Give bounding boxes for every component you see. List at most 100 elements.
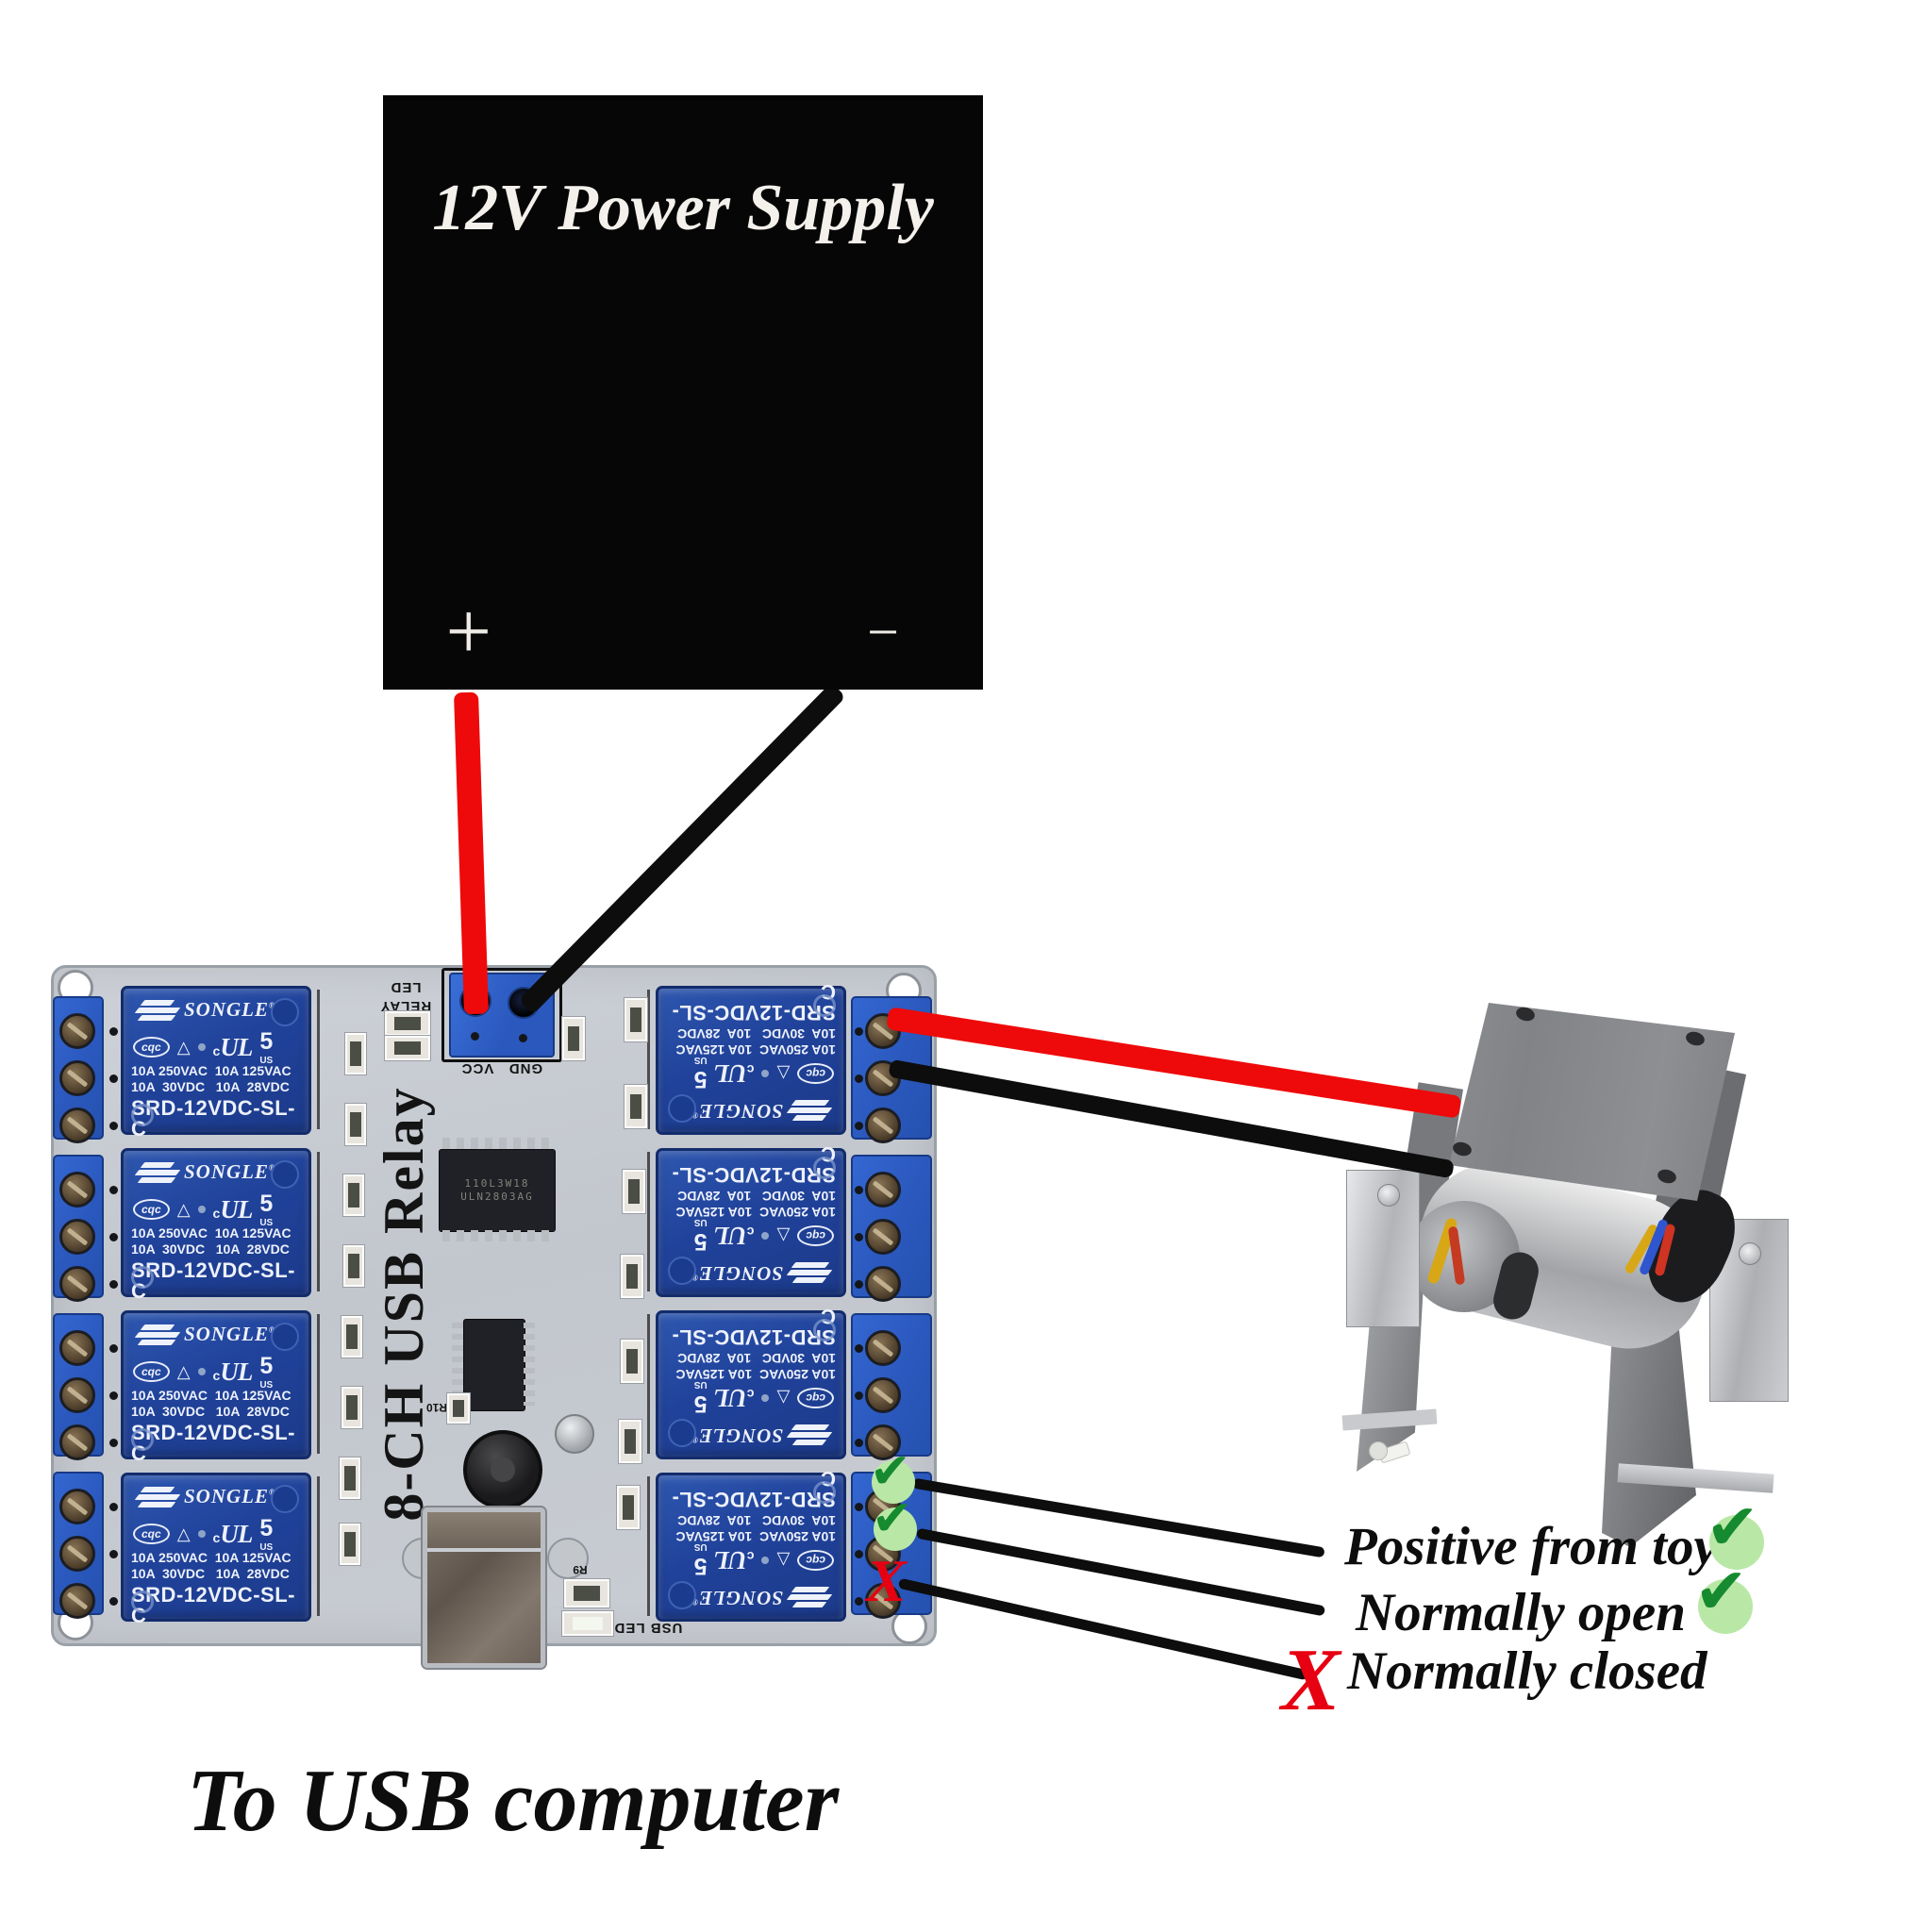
cqc-mark: cqc	[133, 1037, 170, 1058]
board-title-silkscreen: 8-CH USB Relay	[373, 1086, 435, 1522]
smd-component	[343, 1245, 364, 1287]
smd-component	[345, 1033, 366, 1074]
terminal-dot	[109, 1344, 118, 1353]
lock-screw	[1739, 1242, 1761, 1265]
lock-left-foot	[1341, 1408, 1438, 1431]
terminal-dot	[109, 1122, 118, 1130]
cqc-mark: cqc	[133, 1524, 170, 1544]
relay-mark-ring	[131, 1266, 154, 1289]
terminal-dot	[109, 1597, 118, 1606]
triangle-mark: △	[176, 1199, 191, 1219]
terminal-screw	[59, 1060, 95, 1096]
songle-logo-icon	[134, 1324, 181, 1347]
smd-component	[343, 1174, 364, 1216]
relay-ratings: 10A 30VDC 10A 28VDC	[677, 1513, 836, 1528]
smd-component	[341, 1316, 362, 1357]
smd-component	[621, 1340, 643, 1383]
relay-mark-ring	[813, 1319, 836, 1341]
ic-pins	[442, 1230, 554, 1241]
relay-ratings: 10A 250VAC 10A 125VAC	[675, 1367, 836, 1382]
smd-component	[340, 1457, 360, 1499]
smd-component	[619, 1420, 641, 1463]
terminal-dot	[109, 1233, 118, 1241]
ul-mark: cUL	[212, 1357, 254, 1386]
relay-brand: SONGLE®	[184, 998, 275, 1021]
silkscreen-bracket	[647, 1476, 650, 1616]
smd-component	[625, 998, 647, 1041]
triangle-mark: △	[776, 1226, 791, 1246]
dot-mark	[761, 1070, 770, 1077]
terminal-dot	[855, 1186, 863, 1194]
x-icon: X	[1281, 1631, 1341, 1729]
terminal-dot	[109, 1550, 118, 1558]
terminal-screw	[865, 1377, 901, 1413]
x-icon: X	[866, 1547, 907, 1614]
relay-brand: SONGLE®	[184, 1485, 275, 1507]
relay-ratings: 10A 250VAC 10A 125VAC	[675, 1529, 836, 1544]
terminal-dot	[855, 1503, 863, 1511]
terminal-screw	[59, 1330, 95, 1366]
relay-ratings: 10A 250VAC 10A 125VAC	[131, 1063, 291, 1078]
triangle-mark: △	[176, 1361, 191, 1381]
relay-brand: SONGLE®	[184, 1323, 275, 1345]
smd-component	[385, 1036, 430, 1060]
usb-b-connector	[423, 1507, 545, 1668]
relay-mark-circle	[668, 1419, 696, 1447]
relay-ratings: 10A 250VAC 10A 125VAC	[131, 1550, 291, 1565]
terminal-dot	[109, 1439, 118, 1447]
power-supply-label: 12V Power Supply	[432, 172, 934, 244]
songle-logo-icon	[786, 1098, 833, 1121]
dot-mark	[761, 1557, 770, 1564]
songle-logo-icon	[134, 1000, 181, 1023]
dot-mark	[197, 1530, 206, 1538]
songle-logo-icon	[786, 1585, 833, 1607]
triangle-mark: △	[176, 1524, 191, 1543]
relay-ratings: 10A 250VAC 10A 125VAC	[675, 1042, 836, 1058]
terminal-dot	[519, 1034, 527, 1042]
terminal-dot	[109, 1074, 118, 1083]
relay-ratings: 10A 250VAC 10A 125VAC	[131, 1388, 291, 1403]
terminal-screw	[59, 1536, 95, 1572]
songle-logo-icon	[786, 1423, 833, 1445]
check-icon: ✔	[872, 1491, 917, 1551]
terminal-screw	[865, 1424, 901, 1460]
terminal-screw	[865, 1583, 901, 1619]
relay-module-left-3: SONGLE® cqc △ cUL 5US 10A 250VAC 10A 125…	[121, 1310, 311, 1464]
dot-mark	[761, 1232, 770, 1240]
cqc-mark: cqc	[797, 1388, 834, 1408]
ic-pins	[442, 1138, 554, 1149]
terminal-screw	[59, 1219, 95, 1255]
r9-label: R9	[573, 1563, 588, 1576]
relay-module-left-4: SONGLE® cqc △ cUL 5US 10A 250VAC 10A 125…	[121, 1473, 311, 1626]
vcc-label: VCC	[460, 1060, 494, 1076]
smd-component	[617, 1486, 640, 1529]
relay-model: SRD-12VDC-SL-C	[672, 1142, 836, 1187]
check-icon: ✔	[870, 1443, 915, 1504]
terminal-screw	[59, 1266, 95, 1302]
mcu-chip	[463, 1319, 525, 1411]
gnd-label: GND	[508, 1060, 543, 1076]
terminal-dot	[109, 1280, 118, 1289]
power-terminal-silkscreen	[441, 968, 562, 1062]
relay-mark-circle	[271, 1323, 299, 1351]
cqc-mark: cqc	[797, 1550, 834, 1571]
terminal-dot	[109, 1503, 118, 1511]
ic-pins	[524, 1323, 535, 1406]
terminal-screw	[59, 1489, 95, 1524]
terminal-screw	[865, 1330, 901, 1366]
label-normally-open: Normally open	[1356, 1583, 1686, 1642]
terminal-dot	[855, 1550, 863, 1558]
relay-module-right-4: SONGLE® cqc △ cUL 5US 10A 250VAC 10A 125…	[656, 1467, 846, 1622]
dot-mark	[197, 1368, 206, 1375]
relay-led-label: RELAY LED	[379, 979, 432, 1014]
relay-ratings: 10A 30VDC 10A 28VDC	[677, 1026, 836, 1041]
terminal-screw	[865, 1266, 901, 1302]
smd-resistor	[447, 1393, 470, 1424]
relay-brand: SONGLE®	[691, 1100, 783, 1123]
ul-mark: cUL	[212, 1032, 254, 1061]
terminal-dot	[855, 1280, 863, 1289]
relay-module-right-3: SONGLE® cqc △ cUL 5US 10A 250VAC 10A 125…	[656, 1305, 846, 1459]
